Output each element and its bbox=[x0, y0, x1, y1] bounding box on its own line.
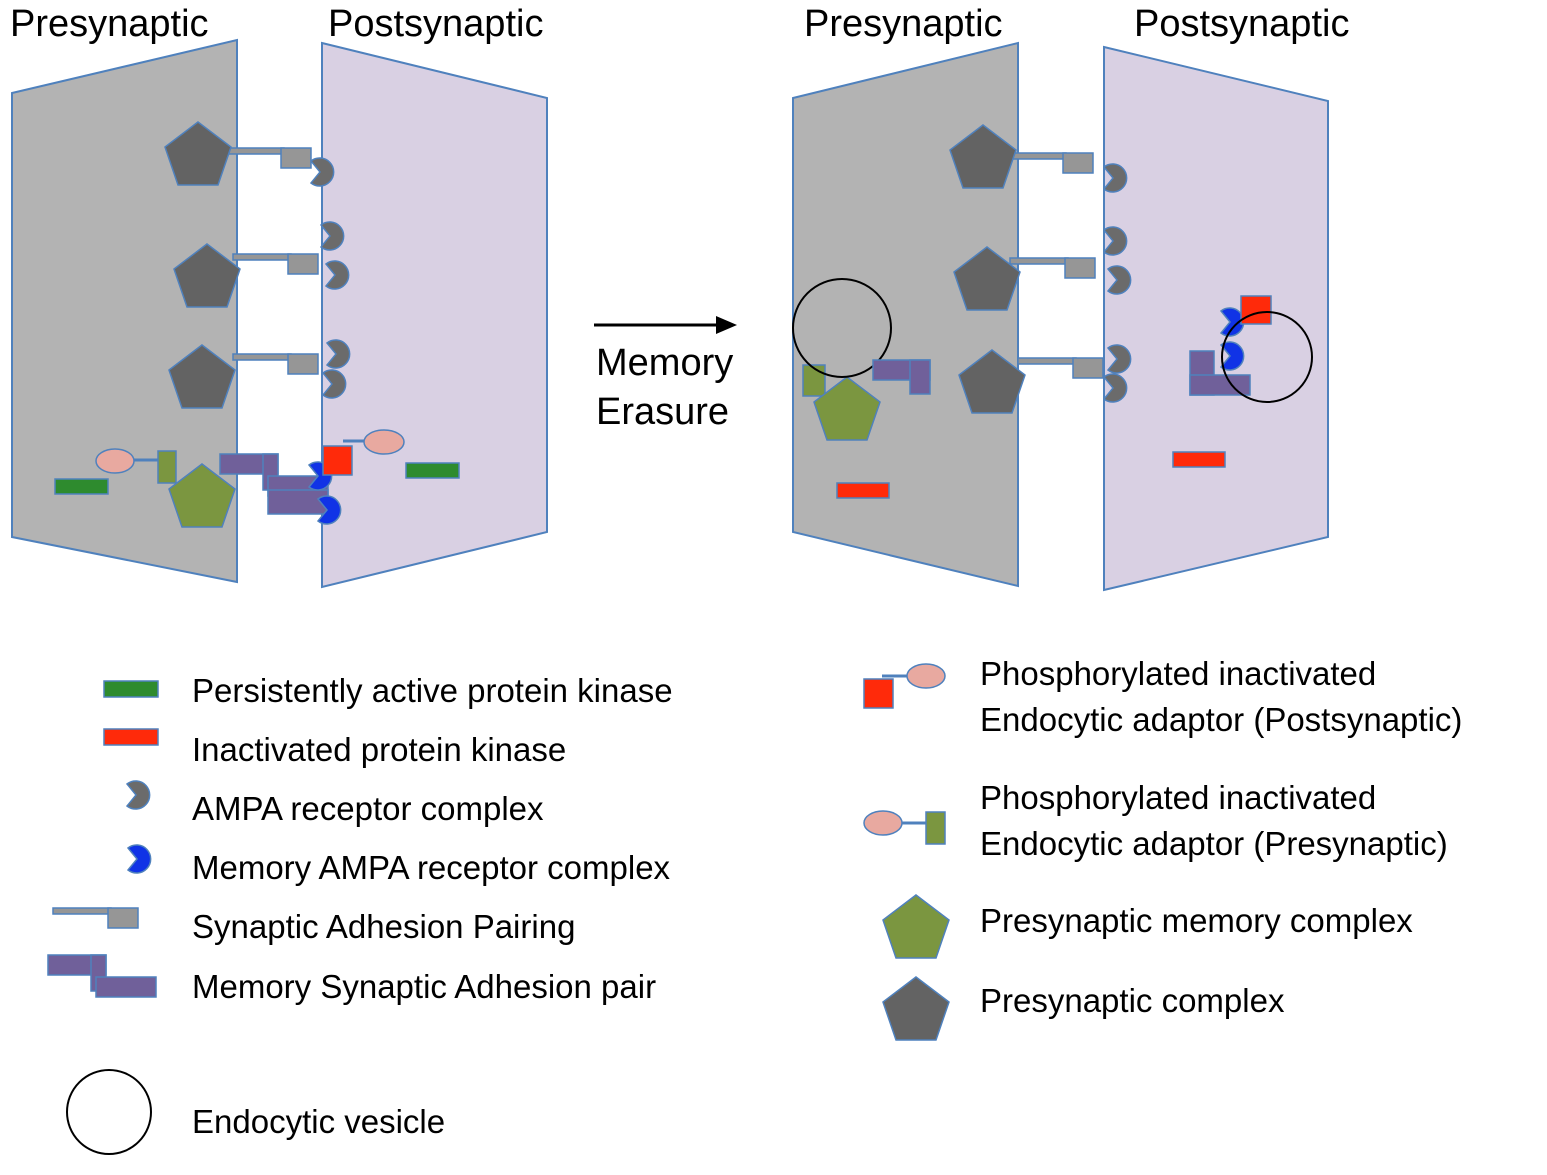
left-synapse: Presynaptic Postsynaptic bbox=[10, 3, 548, 589]
legend-post-adaptor-oval bbox=[906, 663, 946, 689]
legend-label: Synaptic Adhesion Pairing bbox=[192, 908, 575, 945]
legend-label: Phosphorylated inactivated bbox=[980, 655, 1376, 692]
legend-red-bar bbox=[103, 728, 159, 746]
inactivated-kinase bbox=[1172, 451, 1226, 468]
legend-vesicle-icon bbox=[66, 1069, 152, 1155]
endocytic-vesicle bbox=[1221, 311, 1313, 403]
legend-memory-adhesion-icon bbox=[47, 954, 157, 998]
right-postsynaptic-label: Postsynaptic bbox=[1134, 3, 1349, 45]
legend-label: Endocytic vesicle bbox=[192, 1103, 445, 1140]
adhesion-pairing bbox=[225, 147, 312, 169]
left-presynaptic-label: Presynaptic bbox=[10, 3, 209, 45]
adhesion-pairing bbox=[1007, 152, 1094, 174]
legend-label: Memory Synaptic Adhesion pair bbox=[192, 968, 656, 1005]
pre-endocytic-adaptor bbox=[95, 448, 177, 484]
legend-item-adhesion: Synaptic Adhesion Pairing bbox=[52, 907, 575, 945]
legend-label: Phosphorylated inactivated bbox=[980, 779, 1376, 816]
legend-pre-adaptor-box bbox=[925, 811, 946, 845]
memory-adhesion-extension bbox=[267, 489, 329, 515]
memory-adhesion-half bbox=[872, 359, 931, 395]
adhesion-pairing bbox=[232, 253, 319, 275]
legend-post-adaptor-box bbox=[863, 678, 894, 709]
adhesion-pairing bbox=[1009, 257, 1096, 279]
adhesion-pairing bbox=[1017, 357, 1104, 379]
right-postsynaptic-membrane bbox=[1103, 45, 1329, 592]
legend-ampa-icon bbox=[126, 780, 151, 810]
legend-label: Presynaptic complex bbox=[980, 982, 1285, 1019]
legend-label: AMPA receptor complex bbox=[192, 790, 544, 827]
legend: Persistently active protein kinase Inact… bbox=[47, 655, 1462, 1155]
legend-item-inactivated-kinase: Inactivated protein kinase bbox=[103, 728, 566, 768]
legend-pre-adaptor-oval bbox=[863, 810, 903, 836]
left-postsynaptic-membrane bbox=[321, 41, 548, 589]
post-adaptor-box bbox=[1240, 295, 1272, 325]
legend-grey-pentagon-icon bbox=[882, 976, 950, 1041]
persistent-kinase bbox=[54, 478, 109, 495]
legend-label: Endocytic adaptor (Presynaptic) bbox=[980, 825, 1448, 862]
legend-adhesion-icon bbox=[52, 907, 139, 929]
right-presynaptic-label: Presynaptic bbox=[804, 3, 1003, 45]
legend-item-memory-ampa: Memory AMPA receptor complex bbox=[127, 844, 671, 886]
legend-item-persistent-kinase: Persistently active protein kinase bbox=[103, 672, 673, 709]
legend-label: Presynaptic memory complex bbox=[980, 902, 1413, 939]
adhesion-pairing bbox=[232, 353, 319, 375]
legend-label: Inactivated protein kinase bbox=[192, 731, 566, 768]
pre-adaptor-box bbox=[802, 364, 826, 397]
post-endocytic-adaptor bbox=[322, 429, 405, 476]
legend-item-pre-adaptor: Phosphorylated inactivated Endocytic ada… bbox=[863, 779, 1448, 862]
legend-memory-ampa-icon bbox=[127, 844, 152, 874]
legend-green-bar bbox=[103, 680, 159, 698]
legend-label: Persistently active protein kinase bbox=[192, 672, 673, 709]
persistent-kinase bbox=[405, 462, 460, 479]
legend-item-pre-complex: Presynaptic complex bbox=[882, 976, 1285, 1041]
right-presynaptic-membrane bbox=[792, 41, 1019, 588]
legend-label: Endocytic adaptor (Postsynaptic) bbox=[980, 701, 1462, 738]
legend-item-post-adaptor: Phosphorylated inactivated Endocytic ada… bbox=[863, 655, 1462, 738]
legend-green-pentagon-icon bbox=[882, 894, 950, 959]
arrow-label-line2: Erasure bbox=[596, 391, 729, 433]
legend-item-memory-adhesion: Memory Synaptic Adhesion pair bbox=[47, 954, 656, 1005]
memory-erasure-arrow: Memory Erasure bbox=[594, 316, 737, 433]
legend-label: Memory AMPA receptor complex bbox=[192, 849, 671, 886]
endocytic-vesicle bbox=[792, 278, 892, 378]
inactivated-kinase bbox=[836, 482, 890, 499]
legend-item-pre-memory-complex: Presynaptic memory complex bbox=[882, 894, 1413, 959]
legend-item-vesicle: Endocytic vesicle bbox=[66, 1069, 445, 1155]
arrow-label-line1: Memory bbox=[596, 342, 733, 384]
legend-item-ampa: AMPA receptor complex bbox=[126, 780, 544, 827]
right-synapse: Presynaptic Postsynaptic bbox=[792, 3, 1349, 592]
left-postsynaptic-label: Postsynaptic bbox=[328, 3, 543, 45]
ampa-receptor bbox=[310, 157, 335, 187]
